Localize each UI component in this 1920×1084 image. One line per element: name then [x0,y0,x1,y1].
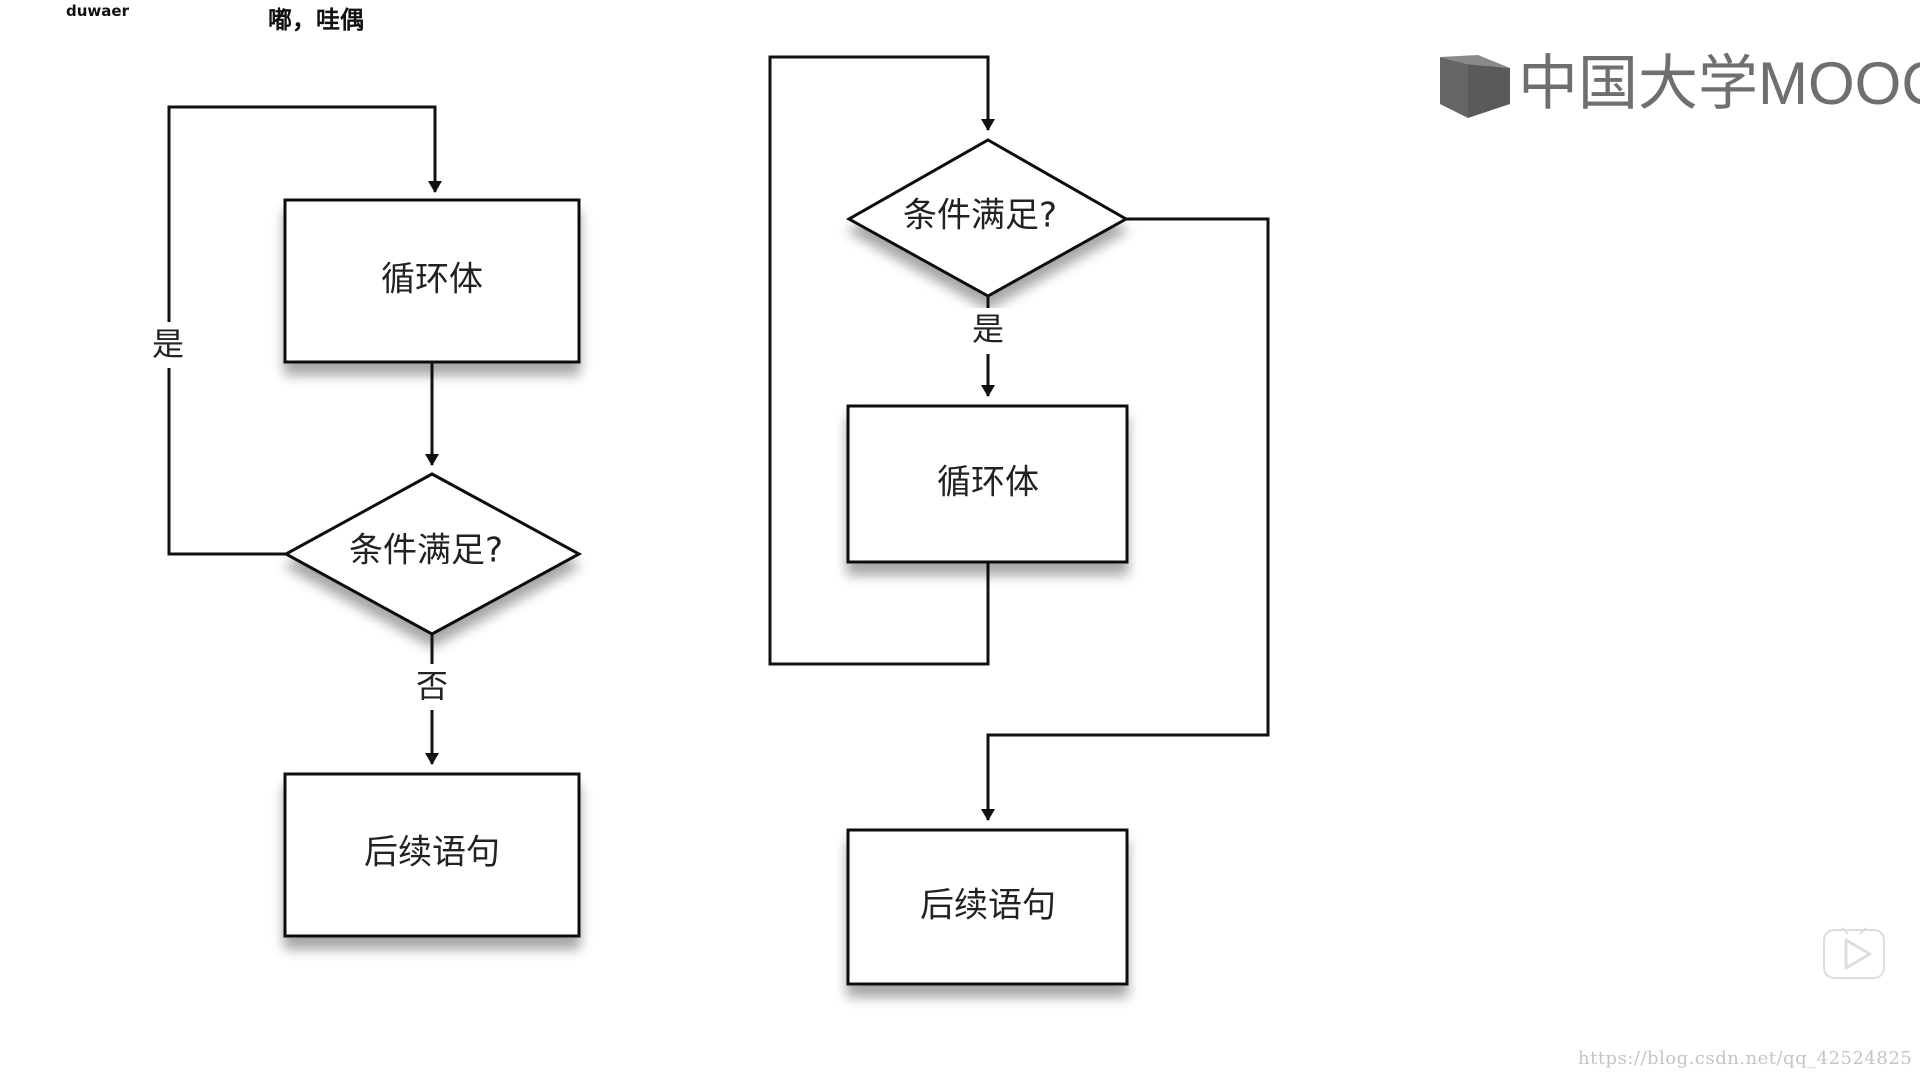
left-condition-label: 条件满足? [349,531,503,571]
right-exit-edge [981,217,1270,821]
source-watermark: https://blog.csdn.net/qq_42524825 [1578,1048,1913,1069]
left-next-statement-label: 后续语句 [364,833,500,873]
left-next-statement-box [283,772,581,938]
right-yes-label: 是 [972,310,1004,348]
left-no-label: 否 [416,667,448,705]
logo-text: 中国大学MOOC [1518,50,1920,117]
right-condition-label: 条件满足? [903,196,1057,236]
right-loop-body-label: 循环体 [937,463,1039,503]
right-next-statement-box [846,828,1129,986]
left-loop-body-box [283,198,581,364]
right-loop-body-box [846,404,1129,564]
right-next-statement-label: 后续语句 [920,886,1056,926]
right-loop-back-edge [768,55,995,666]
left-loop-back-edge [167,105,442,556]
left-loop-body-label: 循环体 [381,260,483,300]
overlay-username: duwaer [66,2,129,20]
mooc-logo: 中国大学MOOC [1440,50,1920,118]
play-button-icon[interactable] [1823,927,1885,979]
left-yes-label: 是 [152,325,184,363]
overlay-caption: 嘟，哇偶 [268,6,364,34]
open-book-icon [1440,55,1510,118]
